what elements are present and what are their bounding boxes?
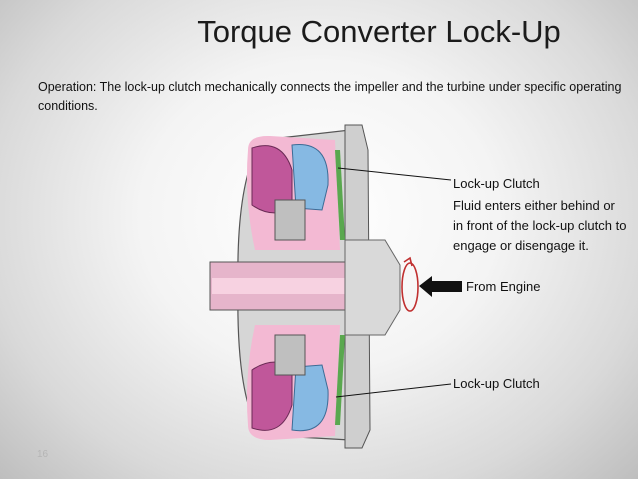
lower-stator — [274, 334, 306, 376]
upper-clutch-plate — [335, 150, 345, 240]
leader-line-bottom — [335, 383, 452, 398]
lockup-clutch-label-top: Lock-up Clutch — [453, 176, 540, 191]
lockup-clutch-label-bottom: Lock-up Clutch — [453, 376, 540, 391]
rotation-icon — [401, 262, 419, 312]
operation-text: Operation: The lock-up clutch mechanical… — [38, 80, 622, 113]
shaft-bore — [212, 278, 358, 294]
upper-turbine — [291, 144, 329, 211]
lower-clutch-plate — [335, 335, 345, 425]
fluid-description: Fluid enters either behind or in front o… — [453, 198, 627, 253]
slide-title: Torque Converter Lock-Up — [197, 14, 561, 49]
engine-arrow-icon — [419, 276, 462, 297]
upper-stator — [274, 199, 306, 241]
from-engine-label: From Engine — [466, 279, 541, 294]
slide-number: 16 — [37, 449, 49, 460]
rotation-arrowhead-icon — [403, 256, 413, 267]
leader-line-top — [337, 167, 452, 181]
engine-hub — [344, 239, 401, 336]
lower-turbine — [291, 364, 329, 432]
